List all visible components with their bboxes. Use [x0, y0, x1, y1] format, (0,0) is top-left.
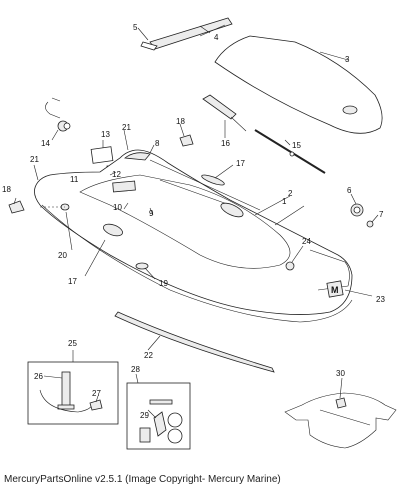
part-7-drain-plug[interactable]: [366, 220, 374, 228]
callout-16: 16: [221, 139, 230, 148]
callout-10: 10: [113, 203, 122, 212]
callout-27: 27: [92, 389, 101, 398]
callout-18-bow: 18: [176, 117, 185, 126]
callout-29: 29: [140, 411, 149, 420]
callout-7: 7: [379, 210, 384, 219]
part-23-logo[interactable]: M: [326, 280, 344, 298]
callout-9: 9: [149, 209, 154, 218]
part-25-pump-box[interactable]: [27, 361, 119, 425]
callout-22: 22: [144, 351, 153, 360]
callout-1: 1: [282, 197, 287, 206]
callout-11: 11: [70, 175, 79, 184]
part-16-oar[interactable]: [202, 94, 247, 132]
part-28-repair-kit-box[interactable]: [126, 382, 191, 450]
callout-14: 14: [41, 139, 50, 148]
part-15-oar-shaft[interactable]: [254, 129, 326, 174]
part-5-clip[interactable]: [140, 41, 158, 51]
part-13-patch[interactable]: [90, 146, 114, 164]
callout-15: 15: [292, 141, 301, 150]
part-22-keel-strip[interactable]: [114, 311, 275, 373]
callout-20: 20: [58, 251, 67, 260]
callout-numbers: 1 2 3 4 5 6 7 8 9 10 11 12 13 14 15 16 1…: [2, 23, 385, 420]
callout-13: 13: [101, 130, 110, 139]
callout-3: 3: [345, 55, 350, 64]
callout-28: 28: [131, 365, 140, 374]
callout-12: 12: [112, 170, 121, 179]
callout-24: 24: [302, 237, 311, 246]
callout-30: 30: [336, 369, 345, 378]
copyright-caption: MercuryPartsOnline v2.5.1 (Image Copyrig…: [4, 474, 281, 485]
callout-6: 6: [347, 186, 352, 195]
callout-21-bow: 21: [122, 123, 131, 132]
part-18-d-ring-side[interactable]: [8, 200, 25, 214]
callout-26: 26: [34, 372, 43, 381]
callout-17-side: 17: [68, 277, 77, 286]
callout-18-side: 18: [2, 185, 11, 194]
callout-25: 25: [68, 339, 77, 348]
part-1-boat-hull[interactable]: [34, 149, 353, 323]
callout-21-side: 21: [30, 155, 39, 164]
part-3-floorboard[interactable]: [214, 35, 383, 134]
brand-mark: M: [331, 285, 339, 295]
callout-17-top: 17: [236, 159, 245, 168]
callout-8: 8: [155, 139, 160, 148]
part-4-slat[interactable]: [149, 17, 233, 50]
callout-23: 23: [376, 295, 385, 304]
leader-lines: [13, 25, 379, 419]
callout-2: 2: [288, 189, 293, 198]
callout-4: 4: [214, 33, 219, 42]
part-30-floor-frame[interactable]: [284, 392, 397, 449]
part-18-d-ring-bow[interactable]: [179, 134, 194, 147]
callout-5: 5: [133, 23, 138, 32]
part-6-drain-valve[interactable]: [350, 203, 364, 217]
part-14-valve-kit[interactable]: [45, 97, 71, 132]
callout-19: 19: [159, 279, 168, 288]
